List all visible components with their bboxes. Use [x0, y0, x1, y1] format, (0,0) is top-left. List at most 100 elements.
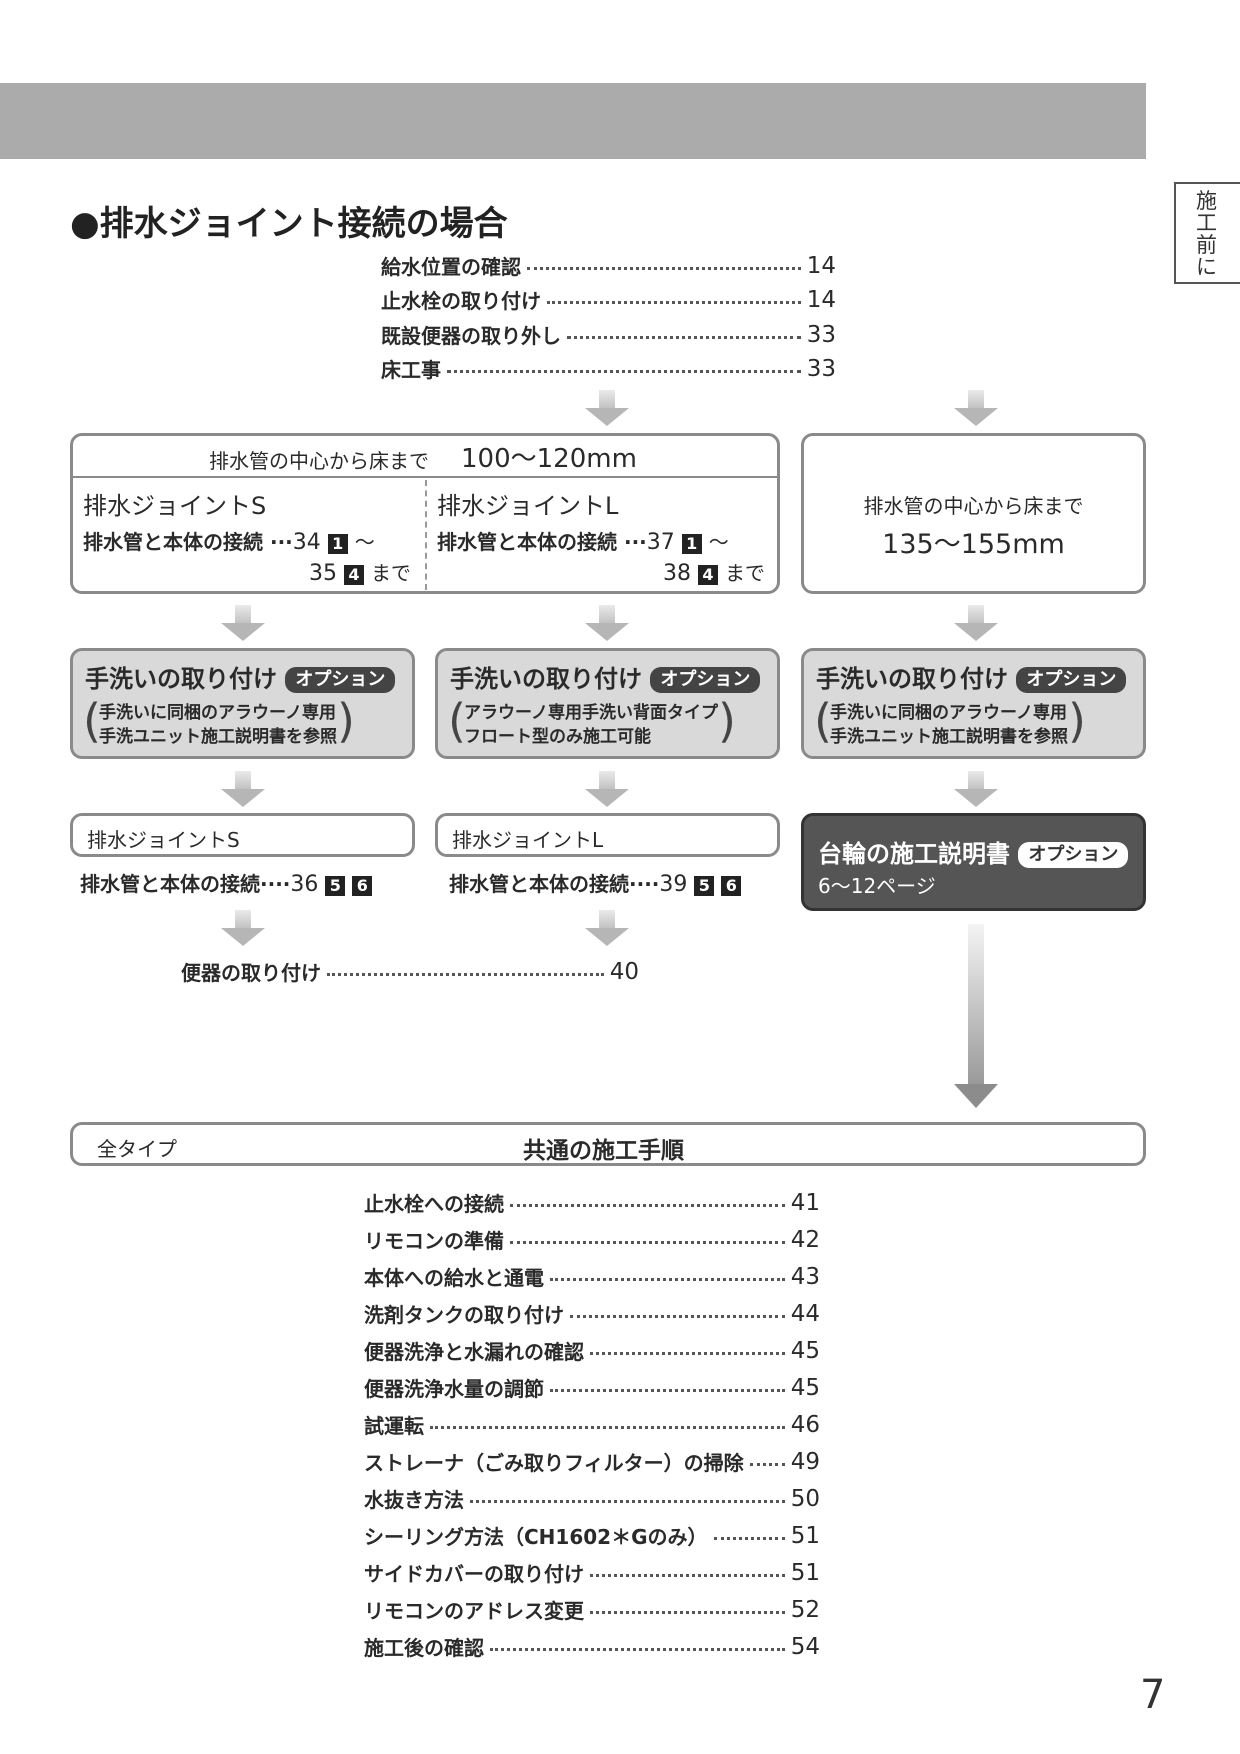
handwash-box: 手洗いの取り付け オプション 手洗いに同梱のアラウーノ専用 手洗ユニット施工説明… — [70, 648, 415, 759]
toc-row: 止水栓の取り付け 14 — [381, 285, 836, 314]
type-label: 全タイプ — [97, 1137, 177, 1161]
side-tab: 施工前に — [1174, 182, 1240, 284]
joint-l-row1: 排水管と本体の接続 ···37 1 ～ — [437, 530, 729, 555]
toc-label: 止水栓の取り付け — [381, 289, 541, 313]
leader-dots — [510, 1204, 785, 1207]
header-bar — [0, 83, 1146, 159]
flow-arrow-icon — [585, 771, 629, 807]
leader-dots — [590, 1611, 785, 1614]
toc-label: 床工事 — [381, 358, 441, 382]
toc-page: 40 — [609, 958, 639, 985]
drain-height-100-120-box: 排水管の中心から床まで 100～120mm 排水ジョイントS 排水管と本体の接続… — [70, 433, 780, 594]
flow-arrow-icon — [585, 390, 629, 426]
header-range: 100～120mm — [461, 444, 637, 474]
toilet-install-row: 便器の取り付け 40 — [181, 957, 639, 986]
toc-page: 14 — [806, 252, 836, 279]
toc-page: 14 — [806, 286, 836, 313]
joint-l-title: 排水ジョイントL — [452, 828, 604, 852]
common-procedure-bar: 全タイプ 共通の施工手順 — [70, 1122, 1146, 1166]
option-badge: オプション — [1018, 842, 1129, 868]
handwash-note: 手洗いに同梱のアラウーノ専用 手洗ユニット施工説明書を参照 — [83, 695, 355, 751]
toc-label: 給水位置の確認 — [381, 255, 521, 279]
toc-label: 既設便器の取り外し — [381, 324, 561, 348]
stand-manual-pages: 6～12ページ — [818, 874, 936, 898]
flow-arrow-icon — [221, 910, 265, 946]
leader-dots — [490, 1648, 785, 1651]
joint-l-box: 排水ジョイントL — [435, 813, 780, 857]
handwash-box: 手洗いの取り付け オプション 手洗いに同梱のアラウーノ専用 手洗ユニット施工説明… — [801, 648, 1146, 759]
joint-s-title: 排水ジョイントS — [87, 828, 240, 852]
flow-arrow-icon — [954, 605, 998, 641]
leader-dots — [550, 1389, 785, 1392]
page-number: 7 — [1140, 1672, 1166, 1718]
joint-l-row2: 38 4 まで — [663, 561, 765, 586]
drain-height-label: 排水管の中心から床まで — [863, 494, 1084, 518]
leader-dots — [527, 267, 801, 270]
leader-dots — [567, 336, 801, 339]
drain-height-135-155-box: 排水管の中心から床まで 135～155mm — [801, 433, 1146, 594]
leader-dots — [547, 301, 801, 304]
toc-page: 33 — [806, 355, 836, 382]
leader-dots — [447, 370, 801, 373]
leader-dots — [590, 1352, 785, 1355]
joint-l-title: 排水ジョイントL — [437, 492, 619, 520]
leader-dots — [570, 1315, 785, 1318]
flow-arrow-icon — [954, 771, 998, 807]
leader-dots — [470, 1500, 785, 1503]
toc-row: シーリング方法（CH1602＊Gのみ）51 — [364, 1522, 820, 1550]
joint-l-connection: 排水管と本体の接続····39 5 6 — [449, 868, 742, 897]
toc-label: 便器の取り付け — [181, 961, 321, 985]
joint-s-connection: 排水管と本体の接続····36 5 6 — [80, 868, 373, 897]
leader-dots — [713, 1537, 785, 1540]
stand-manual-title: 台輪の施工説明書 — [818, 840, 1010, 868]
handwash-title: 手洗いの取り付け — [450, 665, 642, 693]
handwash-box: 手洗いの取り付け オプション アラウーノ専用手洗い背面タイプ フロート型のみ施工… — [435, 648, 780, 759]
option-badge: オプション — [285, 667, 396, 693]
joint-s-row2: 35 4 まで — [309, 561, 411, 586]
long-flow-arrow-icon — [954, 924, 998, 1108]
flow-arrow-icon — [585, 910, 629, 946]
common-title: 共通の施工手順 — [523, 1138, 684, 1164]
side-tab-label: 施工前に — [1196, 189, 1217, 279]
toc-page: 33 — [806, 321, 836, 348]
leader-dots — [510, 1241, 785, 1244]
joint-s-row1: 排水管と本体の接続 ···34 1 ～ — [83, 530, 375, 555]
flow-arrow-icon — [221, 771, 265, 807]
leader-dots — [550, 1278, 785, 1281]
leader-dots — [749, 1463, 785, 1466]
leader-dots — [327, 973, 604, 976]
option-badge: オプション — [650, 667, 761, 693]
header-label: 排水管の中心から床まで — [209, 449, 429, 473]
toc-row: 給水位置の確認 14 — [381, 251, 836, 280]
flow-arrow-icon — [221, 605, 265, 641]
toc-row: 床工事 33 — [381, 354, 836, 383]
flow-arrow-icon — [585, 605, 629, 641]
handwash-title: 手洗いの取り付け — [85, 665, 277, 693]
leader-dots — [430, 1426, 785, 1429]
handwash-note: アラウーノ専用手洗い背面タイプ フロート型のみ施工可能 — [448, 695, 736, 751]
toc-row: 既設便器の取り外し 33 — [381, 320, 836, 349]
drain-height-range: 135～155mm — [882, 529, 1065, 560]
section-title: ●排水ジョイント接続の場合 — [70, 204, 508, 244]
flow-arrow-icon — [954, 390, 998, 426]
joint-s-title: 排水ジョイントS — [83, 492, 267, 520]
divider — [425, 480, 427, 590]
handwash-note: 手洗いに同梱のアラウーノ専用 手洗ユニット施工説明書を参照 — [814, 695, 1086, 751]
stand-manual-box: 台輪の施工説明書 オプション 6～12ページ — [801, 813, 1146, 911]
handwash-title: 手洗いの取り付け — [816, 665, 1008, 693]
leader-dots — [590, 1574, 785, 1577]
option-badge: オプション — [1016, 667, 1127, 693]
divider — [73, 476, 777, 478]
